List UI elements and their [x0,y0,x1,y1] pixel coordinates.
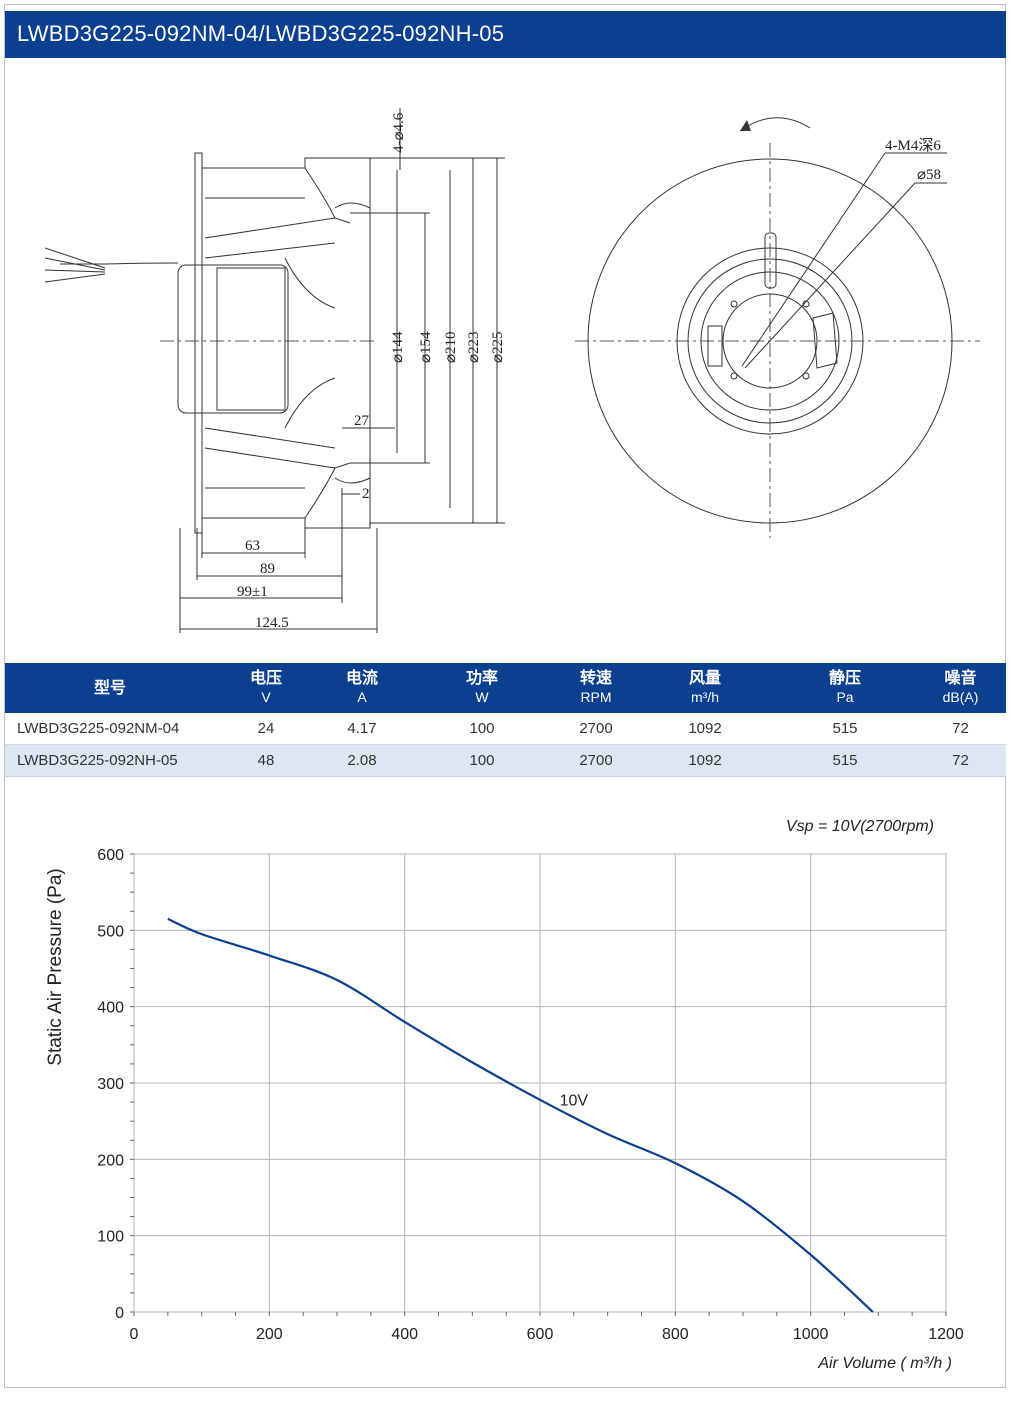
x-axis-label: Air Volume ( m³/h ) [817,1355,952,1372]
cell-pressure: 515 [775,713,915,745]
cell-airflow: 1092 [635,713,775,745]
series-label: 10V [560,1092,589,1109]
y-tick-label: 400 [97,1000,124,1017]
x-tick-label: 600 [527,1326,554,1343]
dim-d223-label: ⌀223 [466,331,482,363]
cell-airflow: 1092 [635,744,775,777]
dim-d154-label: ⌀154 [418,331,434,363]
page-title: LWBD3G225-092NM-04/LWBD3G225-092NH-05 [17,21,505,46]
cell-voltage: 24 [215,713,317,745]
table-row: LWBD3G225-092NH-05 48 2.08 100 2700 1092… [5,744,1006,777]
cell-model: LWBD3G225-092NM-04 [5,713,215,745]
y-tick-label: 600 [97,847,124,864]
y-tick-label: 300 [97,1076,124,1093]
cell-noise: 72 [915,744,1006,777]
chart-grid [133,853,947,1313]
series-line-10V [167,917,874,1313]
cell-pressure: 515 [775,744,915,777]
chart-title: Vsp = 10V(2700rpm) [786,818,934,835]
dim-89-label: 89 [260,561,275,577]
dim-d210-label: ⌀210 [443,331,459,363]
x-tick-label: 0 [130,1326,139,1343]
cell-voltage: 48 [215,744,317,777]
chart-ticks: 0 200 400 600 800 1000 1200 0 100 200 300 400 500 600 [97,847,964,1343]
x-tick-label: 800 [662,1326,689,1343]
cell-current: 2.08 [317,744,407,777]
y-tick-label: 200 [97,1152,124,1169]
dim-27-label: 27 [354,413,370,429]
performance-chart: 0 200 400 600 800 1000 1200 0 100 200 300 400 500 600… [45,818,964,1372]
dim-99-label: 99±1 [237,584,268,600]
cell-model: LWBD3G225-092NH-05 [5,744,215,777]
table-row: LWBD3G225-092NM-04 24 4.17 100 2700 1092… [5,713,1006,745]
cell-speed: 2700 [557,744,635,777]
y-tick-label: 100 [97,1229,124,1246]
x-tick-label: 1000 [793,1326,829,1343]
y-axis-label: Static Air Pressure (Pa) [45,868,66,1065]
dim-63-label: 63 [245,538,260,554]
cell-speed: 2700 [557,713,635,745]
dim-d144-label: ⌀144 [390,331,406,363]
dim-124-label: 124.5 [255,615,289,631]
x-tick-label: 200 [256,1326,283,1343]
dimension-drawing: 4-⌀4.6 ⌀144 ⌀154 ⌀210 ⌀223 ⌀225 27 2 63 … [44,108,980,633]
dim-holes-label: 4-⌀4.6 [391,112,407,153]
cell-noise: 72 [915,713,1006,745]
dim-thread-label: 4-M4深6 [885,137,941,154]
x-tick-label: 400 [391,1326,418,1343]
title-bar: LWBD3G225-092NM-04/LWBD3G225-092NH-05 [5,11,1006,58]
cell-power: 100 [407,744,557,777]
y-tick-label: 0 [115,1305,124,1322]
dim-d58-label: ⌀58 [917,167,941,183]
header-model: 型号 [5,663,215,713]
dim-2-label: 2 [362,486,370,502]
cell-power: 100 [407,713,557,745]
dim-d225-label: ⌀225 [490,331,506,363]
chart-series: 10V [167,917,874,1313]
y-tick-label: 500 [97,923,124,940]
x-tick-label: 1200 [928,1326,964,1343]
cell-current: 4.17 [317,713,407,745]
